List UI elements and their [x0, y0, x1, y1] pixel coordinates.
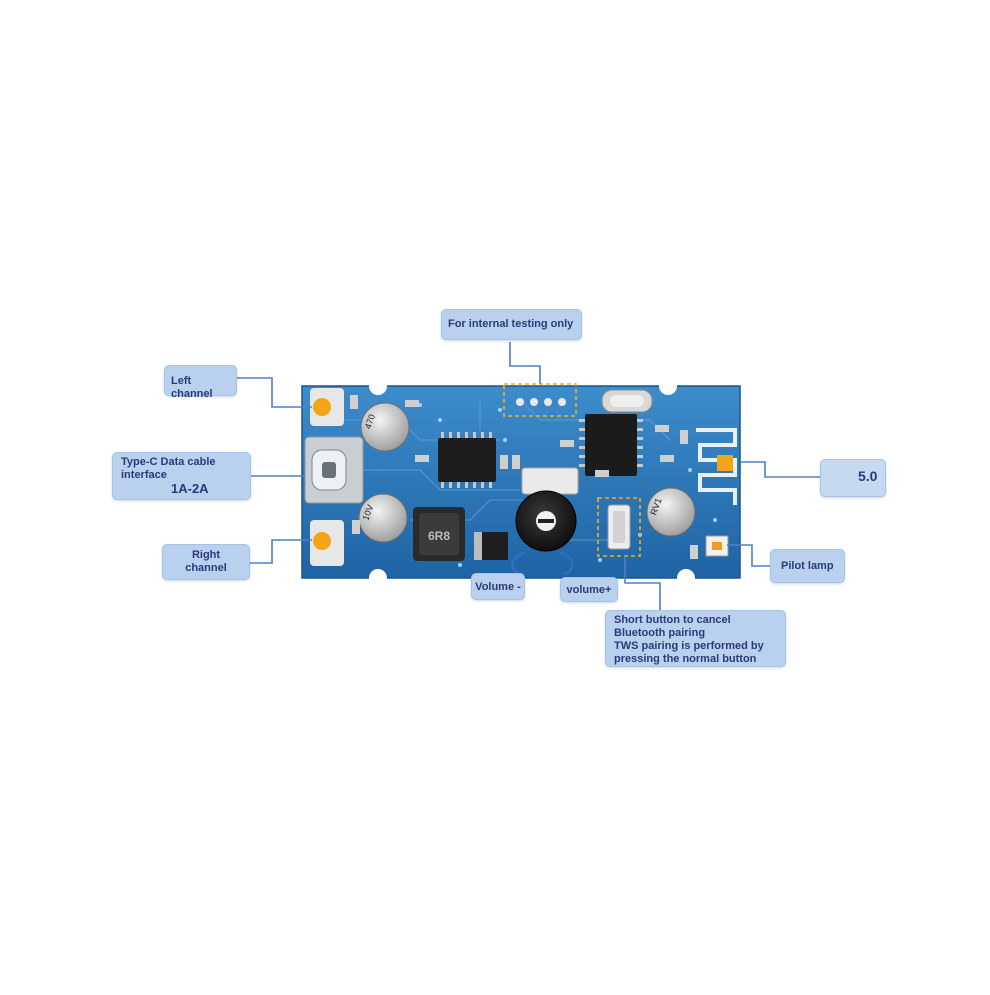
left-channel-label: Left channel: [164, 365, 237, 400]
typec-label: Type-C Data cable interface 1A-2A: [112, 452, 251, 500]
usb-c-connector: [304, 436, 364, 504]
inductor: 6R8: [413, 507, 465, 561]
amplifier-chip: [438, 432, 496, 488]
capacitor-bottom-left: 10V: [358, 493, 408, 543]
svg-text:6R8: 6R8: [428, 529, 450, 543]
crystal-oscillator: [601, 389, 653, 413]
volume-plus-label: volume+: [560, 577, 618, 602]
bluetooth-version-label: 5.0: [820, 459, 886, 497]
bluetooth-chip: [579, 414, 643, 476]
svg-text:470: 470: [363, 413, 378, 431]
capacitor-top-left: 470: [360, 402, 410, 452]
antenna-trace: [696, 428, 737, 505]
diode: [474, 532, 508, 560]
smd-components: [350, 395, 698, 559]
capacitor-right: RV1: [646, 487, 696, 537]
pilot-lamp-led: [705, 535, 729, 557]
internal-testing-label: For internal testing only: [441, 309, 582, 340]
callout-lines: [237, 342, 820, 610]
pilot-lamp-label: Pilot lamp: [770, 549, 845, 583]
test-pads: [503, 383, 577, 417]
volume-knob: [515, 467, 579, 552]
pairing-button-label: Short button to cancel Bluetooth pairing…: [605, 610, 786, 667]
right-channel-label: Right channel: [162, 544, 250, 580]
right-channel-pad: [310, 520, 344, 566]
volume-minus-label: Volume -: [471, 573, 525, 600]
pairing-button: [597, 497, 641, 557]
left-channel-pad: [310, 388, 344, 426]
